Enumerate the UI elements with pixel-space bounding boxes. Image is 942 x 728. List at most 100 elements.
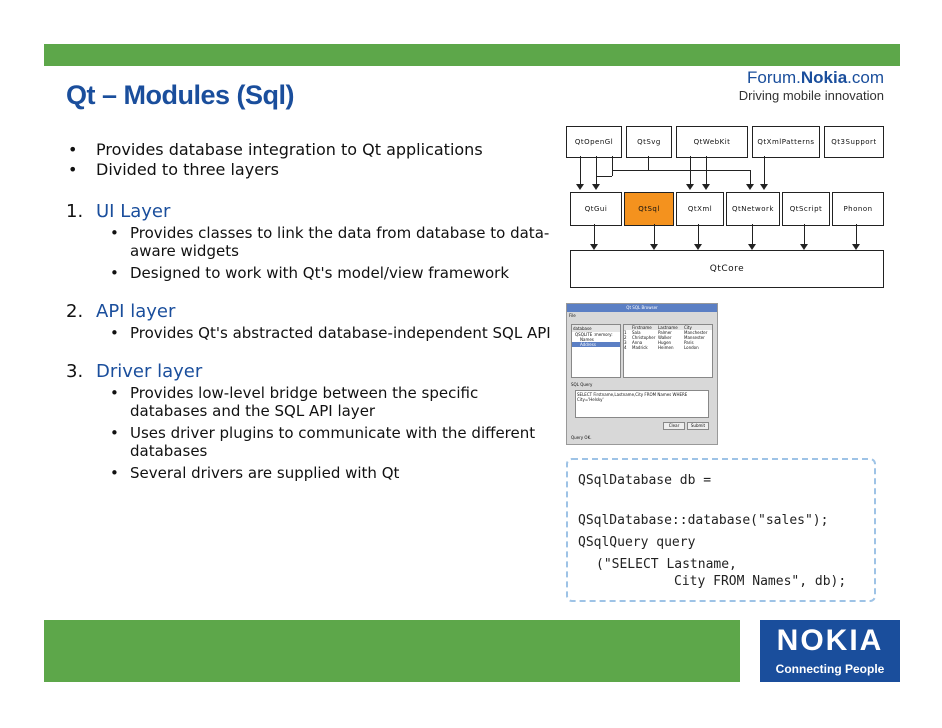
module-box: Phonon [832,192,884,226]
layer-item: Designed to work with Qt's model/view fr… [66,264,556,282]
table-row: 3 Anna Hugen Paris [624,340,712,345]
layer-item: Provides low-level bridge between the sp… [66,384,556,420]
row-number: 4 [624,345,627,350]
table-cell: London [684,345,699,350]
slide-content: Provides database integration to Qt appl… [66,140,556,482]
module-box: QtScript [782,192,830,226]
code-sample: QSqlDatabase db = QSqlDatabase::database… [566,458,876,602]
connector [750,170,751,184]
nokia-logo-word: NOKIA [776,624,884,657]
connector [804,224,805,244]
column-header: Lastname [658,325,678,330]
row-number: 1 [624,330,627,335]
module-box: QtWebKit [676,126,748,158]
code-line: QSqlQuery query [578,535,696,550]
nokia-logo: NOKIA Connecting People [760,620,900,682]
results-table: Firstname Lastname City 1 Sala Palmer Ma… [623,324,713,378]
arrow-down-icon [592,184,600,190]
table-row: 4 Madrick Heimen London [624,345,712,350]
layer-heading: 1. UI Layer [66,202,556,222]
connector [752,224,753,244]
tree-view: database QSQLITE :memory: Names Address [571,324,621,378]
connector [698,224,699,244]
forum-prefix: Forum. [747,68,801,87]
layer-name: Driver layer [96,361,203,382]
connector [594,224,595,244]
table-cell: Heimen [658,345,674,350]
arrow-down-icon [650,244,658,250]
window-title: Qt SQL Browser [567,304,717,312]
table-row: 2 Christopher Walker Mansester [624,335,712,340]
module-box: QtNetwork [726,192,780,226]
connector [612,170,750,171]
connector [612,156,613,176]
tree-item-selected: Address [572,342,620,347]
query-input[interactable]: SELECT Firstname,Lastname,City FROM Name… [575,390,709,418]
code-line: ("SELECT Lastname, [596,557,737,572]
connector [596,156,597,184]
layer-item: Uses driver plugins to communicate with … [66,424,556,460]
arrow-down-icon [694,244,702,250]
module-core: QtCore [570,250,884,288]
arrow-down-icon [576,184,584,190]
arrow-down-icon [748,244,756,250]
connector [706,156,707,184]
column-header: Firstname [632,325,652,330]
menu-file: File [569,313,576,318]
tree-header: database [572,325,620,332]
forum-tagline: Driving mobile innovation [738,88,884,103]
nokia-logo-tagline: Connecting People [775,662,885,676]
connector [654,224,655,244]
arrow-down-icon [590,244,598,250]
connector [648,156,649,170]
top-green-bar [44,44,900,66]
row-number: 3 [624,340,627,345]
module-box: QtXmlPatterns [752,126,820,158]
connector [596,176,612,177]
table-cell: Madrick [632,345,648,350]
module-box: QtGui [570,192,622,226]
table-cell: Manchester [684,330,708,335]
table-cell: Mansester [684,335,705,340]
connector [580,156,581,184]
code-line: City FROM Names", db); [674,574,847,589]
table-cell: Anna [632,340,643,345]
table-cell: Christopher [632,335,656,340]
module-box: QtSvg [626,126,672,158]
arrow-down-icon [852,244,860,250]
sql-browser-screenshot: Qt SQL Browser File database QSQLITE :me… [566,303,718,445]
table-cell: Walker [658,335,672,340]
arrow-down-icon [686,184,694,190]
clear-button[interactable]: Clear [663,422,685,430]
code-line: QSqlDatabase db = [578,473,712,488]
tree-item: Names [580,337,594,342]
table-cell: Paris [684,340,694,345]
module-box-highlight: QtSql [624,192,674,226]
layer-item: Provides Qt's abstracted database-indepe… [66,324,556,342]
layer-heading: 3. Driver layer [66,362,556,382]
layer-number: 1. [66,201,84,222]
connector [690,156,691,184]
table-row: 1 Sala Palmer Manchester [624,330,712,335]
intro-bullet: Provides database integration to Qt appl… [66,140,556,160]
module-box: QtOpenGl [566,126,622,158]
submit-button[interactable]: Submit [687,422,709,430]
module-box: QtXml [676,192,724,226]
connector [764,156,765,184]
layer-number: 2. [66,301,84,322]
table-cell: Palmer [658,330,672,335]
table-cell: Sala [632,330,641,335]
table-cell: Hugen [658,340,672,345]
module-box: Qt3Support [824,126,884,158]
layer-name: UI Layer [96,201,171,222]
slide-title: Qt – Modules (Sql) [66,80,295,110]
arrow-down-icon [702,184,710,190]
layer-heading: 2.API layer [66,302,556,322]
query-label: SQL Query [571,382,593,387]
forum-brand: Nokia [800,68,848,87]
forum-nokia-logo: Forum.Nokia.com Driving mobile innovatio… [739,68,884,103]
layer-number: 3. [66,361,84,382]
code-line: QSqlDatabase::database("sales"); [578,513,829,528]
arrow-down-icon [746,184,754,190]
forum-suffix: .com [847,68,884,87]
